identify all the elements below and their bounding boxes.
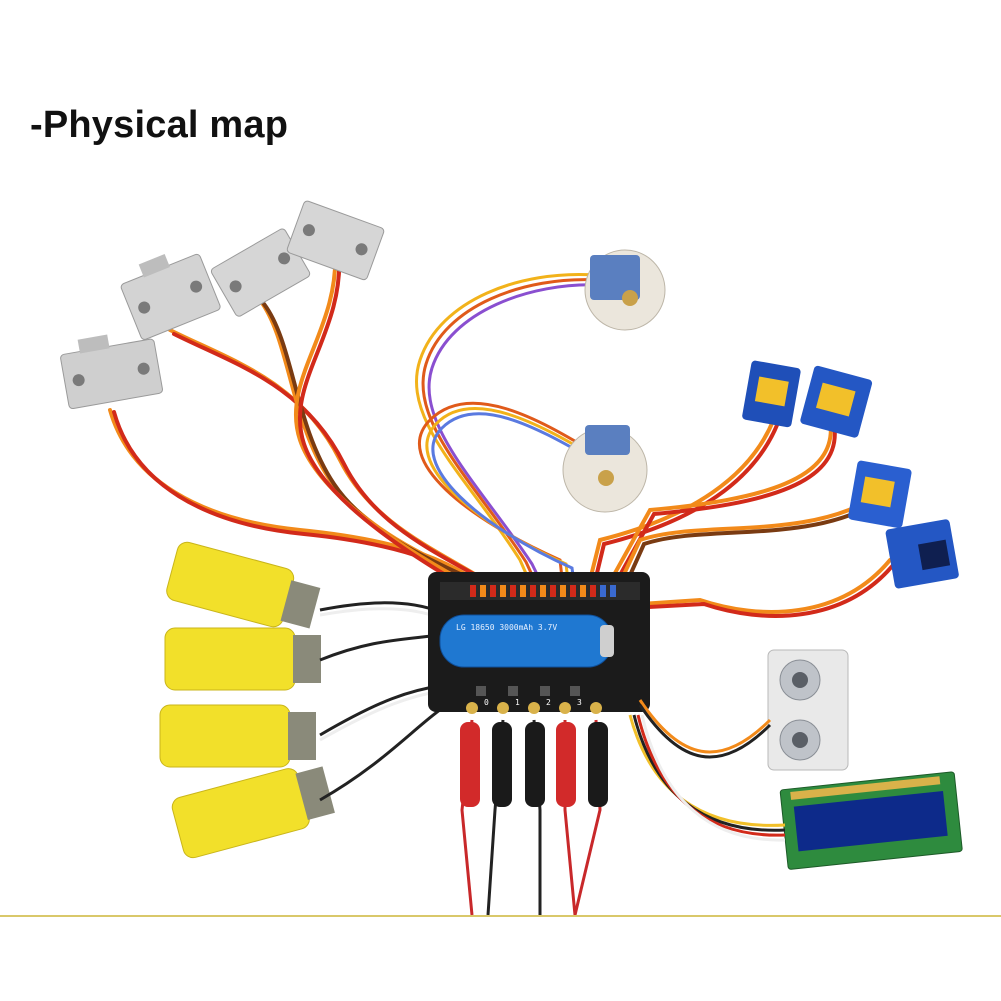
pad-label-2: 2 <box>546 698 551 707</box>
controller-board: LG 18650 3000mAh 3.7V 0 1 2 3 <box>428 572 650 714</box>
blue-servo-wires <box>583 398 896 618</box>
dc-motor-1 <box>166 541 321 629</box>
ultrasonic-sensor <box>767 649 849 771</box>
pad-label-3: 3 <box>577 698 582 707</box>
pad-label-0: 0 <box>484 698 489 707</box>
blue-servo-3 <box>848 460 912 529</box>
gray-servo-1 <box>60 334 163 410</box>
blue-servo-2 <box>800 365 873 438</box>
gray-servo-2 <box>120 253 221 340</box>
pad-label-1: 1 <box>515 698 520 707</box>
page-title: -Physical map <box>30 104 289 146</box>
lcd-module <box>779 771 963 870</box>
dc-motor-2 <box>164 627 321 691</box>
dc-motor-3 <box>159 704 316 768</box>
battery-label: LG 18650 3000mAh 3.7V <box>456 623 557 632</box>
stepper-wires <box>415 272 602 607</box>
dc-motor-4 <box>171 766 335 859</box>
blue-servo-1 <box>742 360 801 428</box>
gray-servo-4 <box>286 200 385 281</box>
stepper-motor-2 <box>562 425 648 513</box>
blue-servo-4 <box>885 519 959 589</box>
alligator-clips <box>460 719 608 916</box>
header-pins <box>470 585 616 597</box>
bottom-divider <box>0 915 1001 917</box>
io-pads <box>466 702 602 714</box>
gray-servo-wires <box>108 248 538 610</box>
stepper-motor-1 <box>584 249 666 331</box>
